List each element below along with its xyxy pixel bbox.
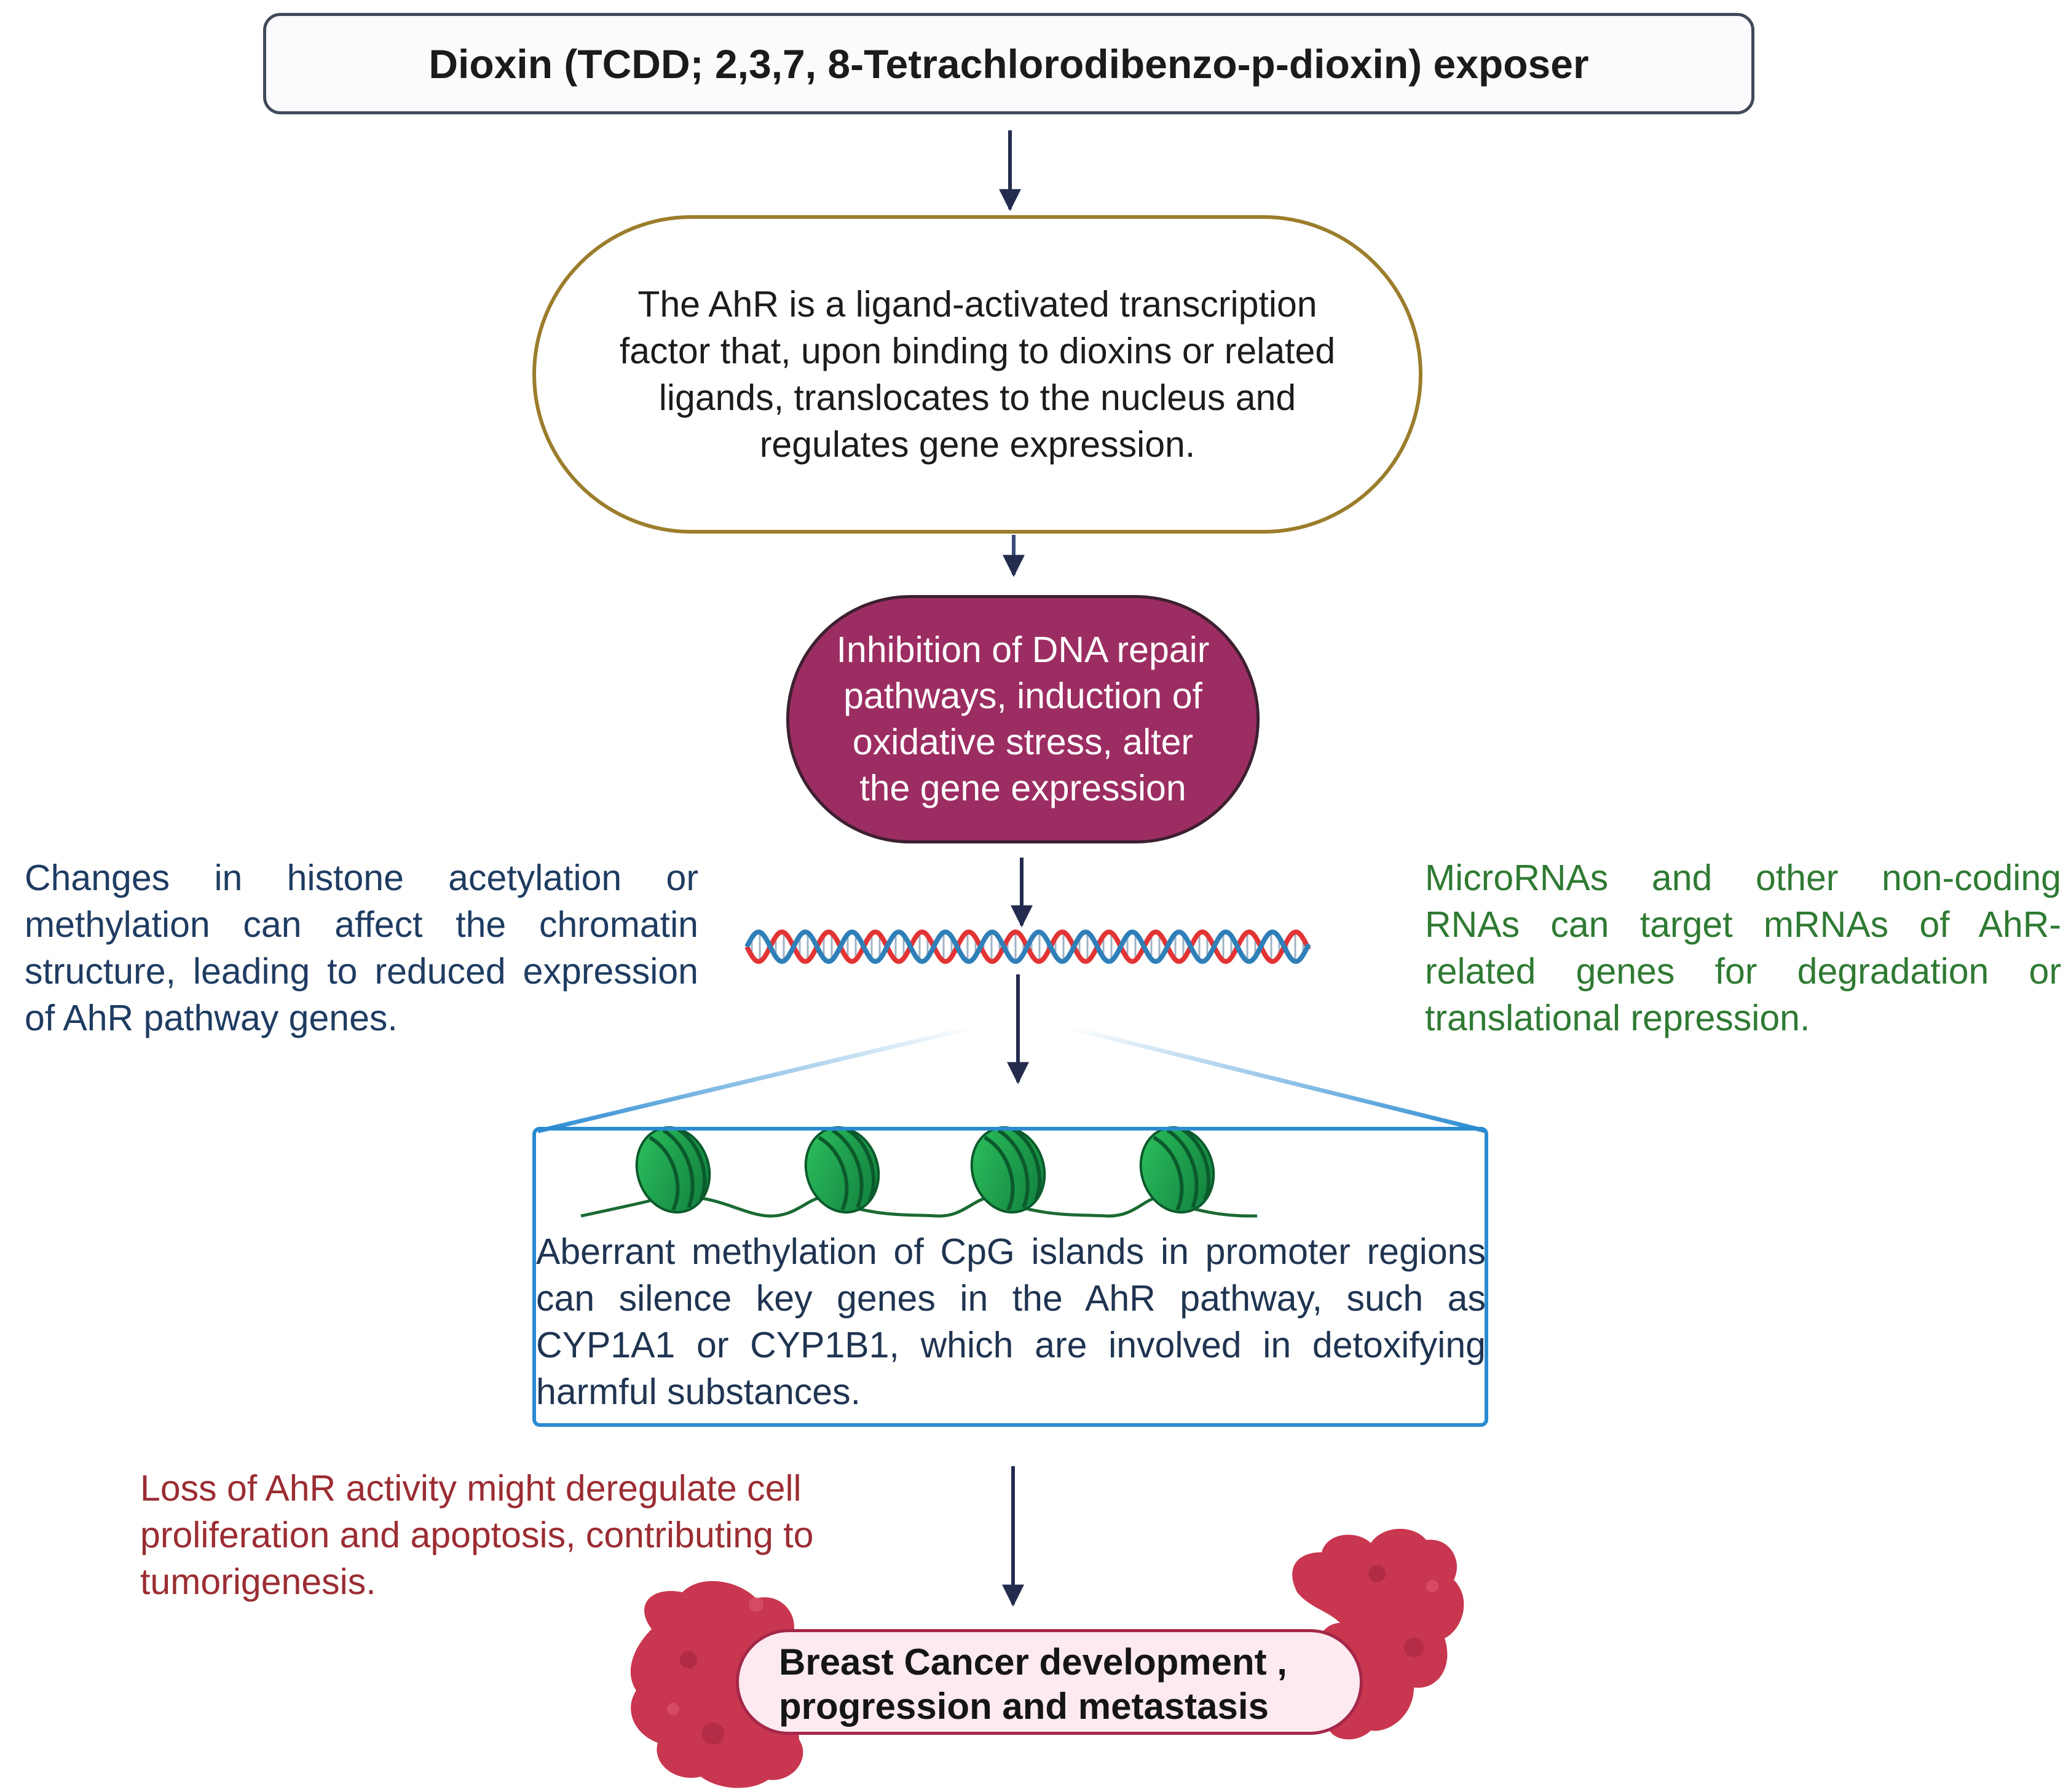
nucleosome-icon [1139,1126,1215,1214]
nucleosome-icon [635,1126,711,1214]
outcome-line-2: progression and metastasis [779,1686,1269,1727]
nucleosome-icon [970,1126,1046,1214]
dioxin-exposure-box: Dioxin (TCDD; 2,3,7, 8-Tetrachlorodibenz… [263,13,1754,114]
loss-of-ahr-note: Loss of AhR activity might deregulate ce… [140,1468,814,1602]
nucleosome-icon [804,1126,880,1214]
outcome-line-1: Breast Cancer development , [779,1641,1287,1683]
histone-note: Changes in histone acetylation or methyl… [25,858,698,1038]
cpg-methylation-text: Aberrant methylation of CpG islands in p… [536,1231,1486,1412]
breast-cancer-outcome: Breast Cancer development , progression … [736,1629,1363,1735]
ahr-node-text: The AhR is a ligand-activated transcript… [619,284,1336,465]
dioxin-exposure-label: Dioxin (TCDD; 2,3,7, 8-Tetrachlorodibenz… [428,41,1589,87]
dna-helix-icon [744,930,1311,964]
tumor-icon [630,1581,803,1788]
microrna-note: MicroRNAs and other non-coding RNAs can … [1425,858,2061,1038]
zoom-lines [537,1025,1487,1134]
inhibition-node: Inhibition of DNA repair pathways, induc… [786,595,1260,843]
inhibition-node-text: Inhibition of DNA repair pathways, induc… [836,630,1210,808]
cpg-methylation-box [532,1127,1488,1427]
ahr-node: The AhR is a ligand-activated transcript… [532,215,1422,534]
